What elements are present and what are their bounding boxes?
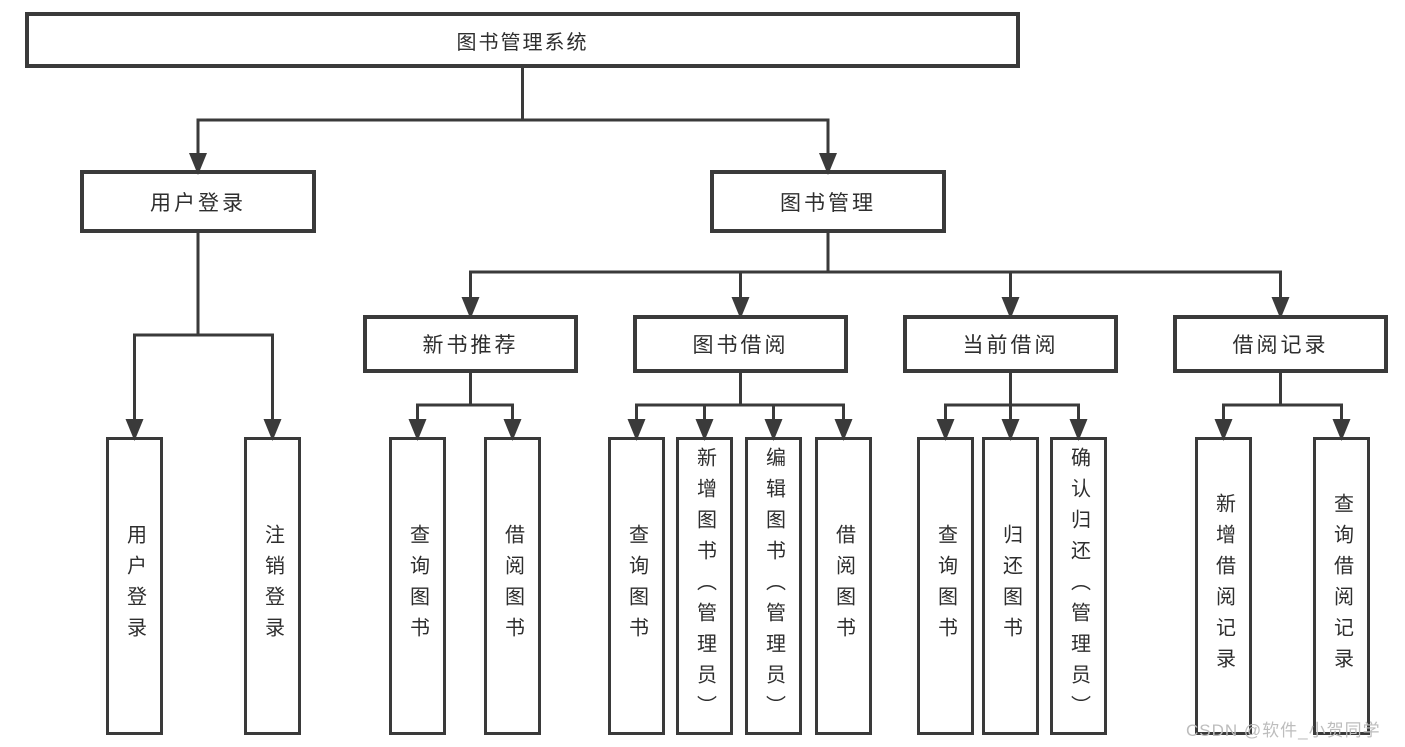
node-return-books: 归还图书: [982, 437, 1039, 735]
node-book-management: 图书管理: [710, 170, 946, 233]
node-query-books-borrowing: 查询图书: [608, 437, 665, 735]
node-add-borrow-record: 新增借阅记录: [1195, 437, 1252, 735]
node-logout-action: 注销登录: [244, 437, 301, 735]
node-label: 用户登录: [150, 191, 246, 215]
node-label: 查询图书: [934, 524, 957, 648]
node-label: 图书管理: [780, 191, 876, 215]
node-label: 编辑图书（管理员）: [762, 446, 785, 726]
node-library-system: 图书管理系统: [25, 12, 1020, 68]
node-edit-books-admin: 编辑图书（管理员）: [745, 437, 802, 735]
node-label: 注销登录: [261, 524, 284, 648]
node-label: 借阅图书: [832, 524, 855, 648]
connector-current-borrowing-children: [944, 371, 1080, 428]
node-label: 新增借阅记录: [1212, 493, 1235, 679]
node-label: 借阅记录: [1232, 334, 1329, 357]
node-add-books-admin: 新增图书（管理员）: [676, 437, 733, 735]
node-current-borrowing: 当前借阅: [903, 315, 1118, 373]
node-label: 图书管理系统: [456, 31, 589, 54]
connector-new-book-children: [416, 371, 514, 428]
node-label: 新书推荐: [422, 334, 519, 357]
node-label: 当前借阅: [962, 334, 1059, 357]
node-user-login-action: 用户登录: [106, 437, 163, 735]
node-label: 查询图书: [406, 524, 429, 648]
node-label: 归还图书: [999, 524, 1022, 648]
node-query-borrow-record: 查询借阅记录: [1313, 437, 1370, 735]
node-confirm-return-admin: 确认归还（管理员）: [1050, 437, 1107, 735]
node-label: 借阅图书: [501, 524, 524, 648]
connector-borrowing-records-children: [1222, 371, 1343, 428]
node-new-book-recommendation: 新书推荐: [363, 315, 578, 373]
node-borrow-books-borrowing: 借阅图书: [815, 437, 872, 735]
node-borrow-books-recommend: 借阅图书: [484, 437, 541, 735]
connector-book-management-children: [469, 231, 1282, 306]
node-label: 用户登录: [123, 524, 146, 648]
node-label: 新增图书（管理员）: [693, 446, 716, 726]
node-user-login: 用户登录: [80, 170, 316, 233]
connector-user-login-children: [133, 231, 274, 428]
node-label: 图书借阅: [692, 334, 789, 357]
node-query-books-current: 查询图书: [917, 437, 974, 735]
node-label: 确认归还（管理员）: [1067, 446, 1090, 726]
node-label: 查询图书: [625, 524, 648, 648]
csdn-watermark: CSDN @软件_小贺同学: [1186, 721, 1381, 740]
connector-book-borrowing-children: [635, 371, 845, 428]
node-book-borrowing: 图书借阅: [633, 315, 848, 373]
node-borrowing-records: 借阅记录: [1173, 315, 1388, 373]
node-label: 查询借阅记录: [1330, 493, 1353, 679]
connector-root-to-level2: [196, 67, 830, 162]
node-query-books-recommend: 查询图书: [389, 437, 446, 735]
